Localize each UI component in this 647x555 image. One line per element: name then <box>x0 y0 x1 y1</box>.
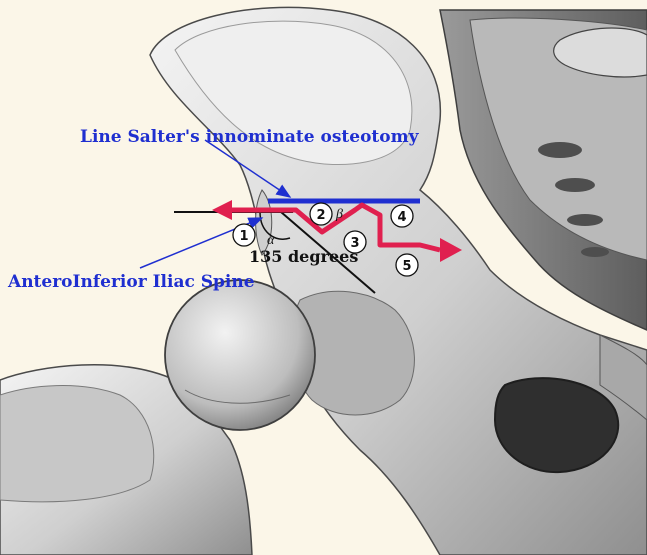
svg-text:1: 1 <box>239 229 248 244</box>
femur-illustration-icon <box>0 280 315 555</box>
spine-label: AnteroInferior Iliac Spine <box>7 272 255 292</box>
marker-4: 4 <box>391 205 413 227</box>
svg-text:5: 5 <box>402 259 411 274</box>
marker-1: 1 <box>233 224 255 246</box>
salter-line-label: Line Salter's innominate osteotomy <box>80 127 420 147</box>
alpha-label: α <box>267 233 275 248</box>
svg-text:2: 2 <box>316 208 325 223</box>
left-arrowhead <box>212 200 232 220</box>
angle-label: 135 degrees <box>249 247 358 266</box>
svg-text:4: 4 <box>397 210 406 225</box>
marker-5: 5 <box>396 254 418 276</box>
marker-2: 2 <box>310 203 332 225</box>
beta-label: β <box>335 207 343 222</box>
